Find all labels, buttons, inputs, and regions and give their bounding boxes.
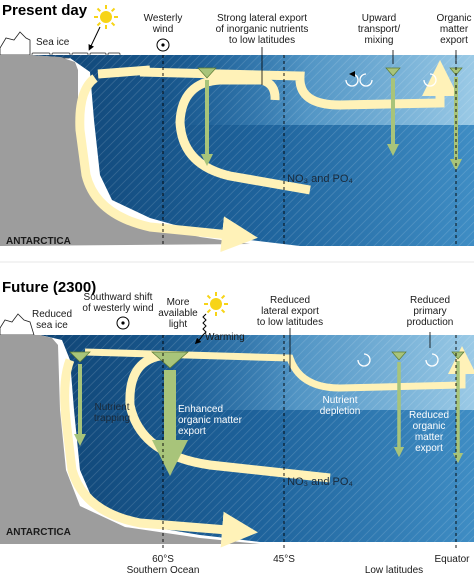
future-pointer-lines	[289, 328, 431, 372]
future-mixing-swirls	[357, 353, 439, 367]
future-sun-icon	[204, 292, 228, 316]
axis-lat-45: 45°S	[273, 554, 295, 565]
present-antarctica-label: ANTARCTICA	[6, 236, 71, 247]
panel-present: Present day Sea ice	[0, 2, 474, 253]
present-surface-current-start	[97, 65, 151, 79]
present-latitude-lines	[162, 55, 457, 246]
axis-low-latitudes: Low latitudes	[365, 565, 423, 575]
present-intermediate-current	[175, 75, 311, 195]
future-export-arrows	[69, 351, 465, 476]
present-land-fill	[0, 55, 250, 246]
future-warming-label: Warming	[205, 332, 245, 343]
axis-southern-ocean: Southern Ocean	[127, 565, 200, 575]
present-sun-icon	[94, 5, 118, 29]
present-sea-ice	[0, 31, 31, 56]
axis-lat-60: 60°S	[152, 554, 174, 565]
future-warming-ray	[194, 313, 207, 345]
future-title: Future (2300)	[2, 279, 96, 296]
future-land-fill	[0, 335, 260, 544]
future-bottom-current	[60, 358, 258, 548]
future-surface-current	[84, 346, 474, 392]
present-nutrients-label: NO₃ and PO₄	[287, 173, 353, 185]
present-mixing-swirls	[345, 71, 437, 87]
present-sea-ice-label: Sea ice	[36, 37, 70, 48]
present-wind-icon	[156, 38, 170, 52]
present-light-ray	[88, 26, 101, 51]
present-surface-current	[139, 60, 458, 110]
axis-equator: Equator	[434, 554, 470, 565]
future-sea-ice	[0, 313, 35, 336]
present-bottom-current	[75, 74, 258, 253]
future-antarctica-label: ANTARCTICA	[6, 527, 71, 538]
panel-future: Future (2300)	[0, 279, 474, 550]
latitude-axis: 60°S Southern Ocean 45°S Low latitudes E…	[127, 554, 471, 575]
future-wind-icon	[116, 316, 130, 330]
future-nutrients-label: NO₃ and PO₄	[287, 476, 353, 488]
present-title: Present day	[2, 2, 88, 19]
